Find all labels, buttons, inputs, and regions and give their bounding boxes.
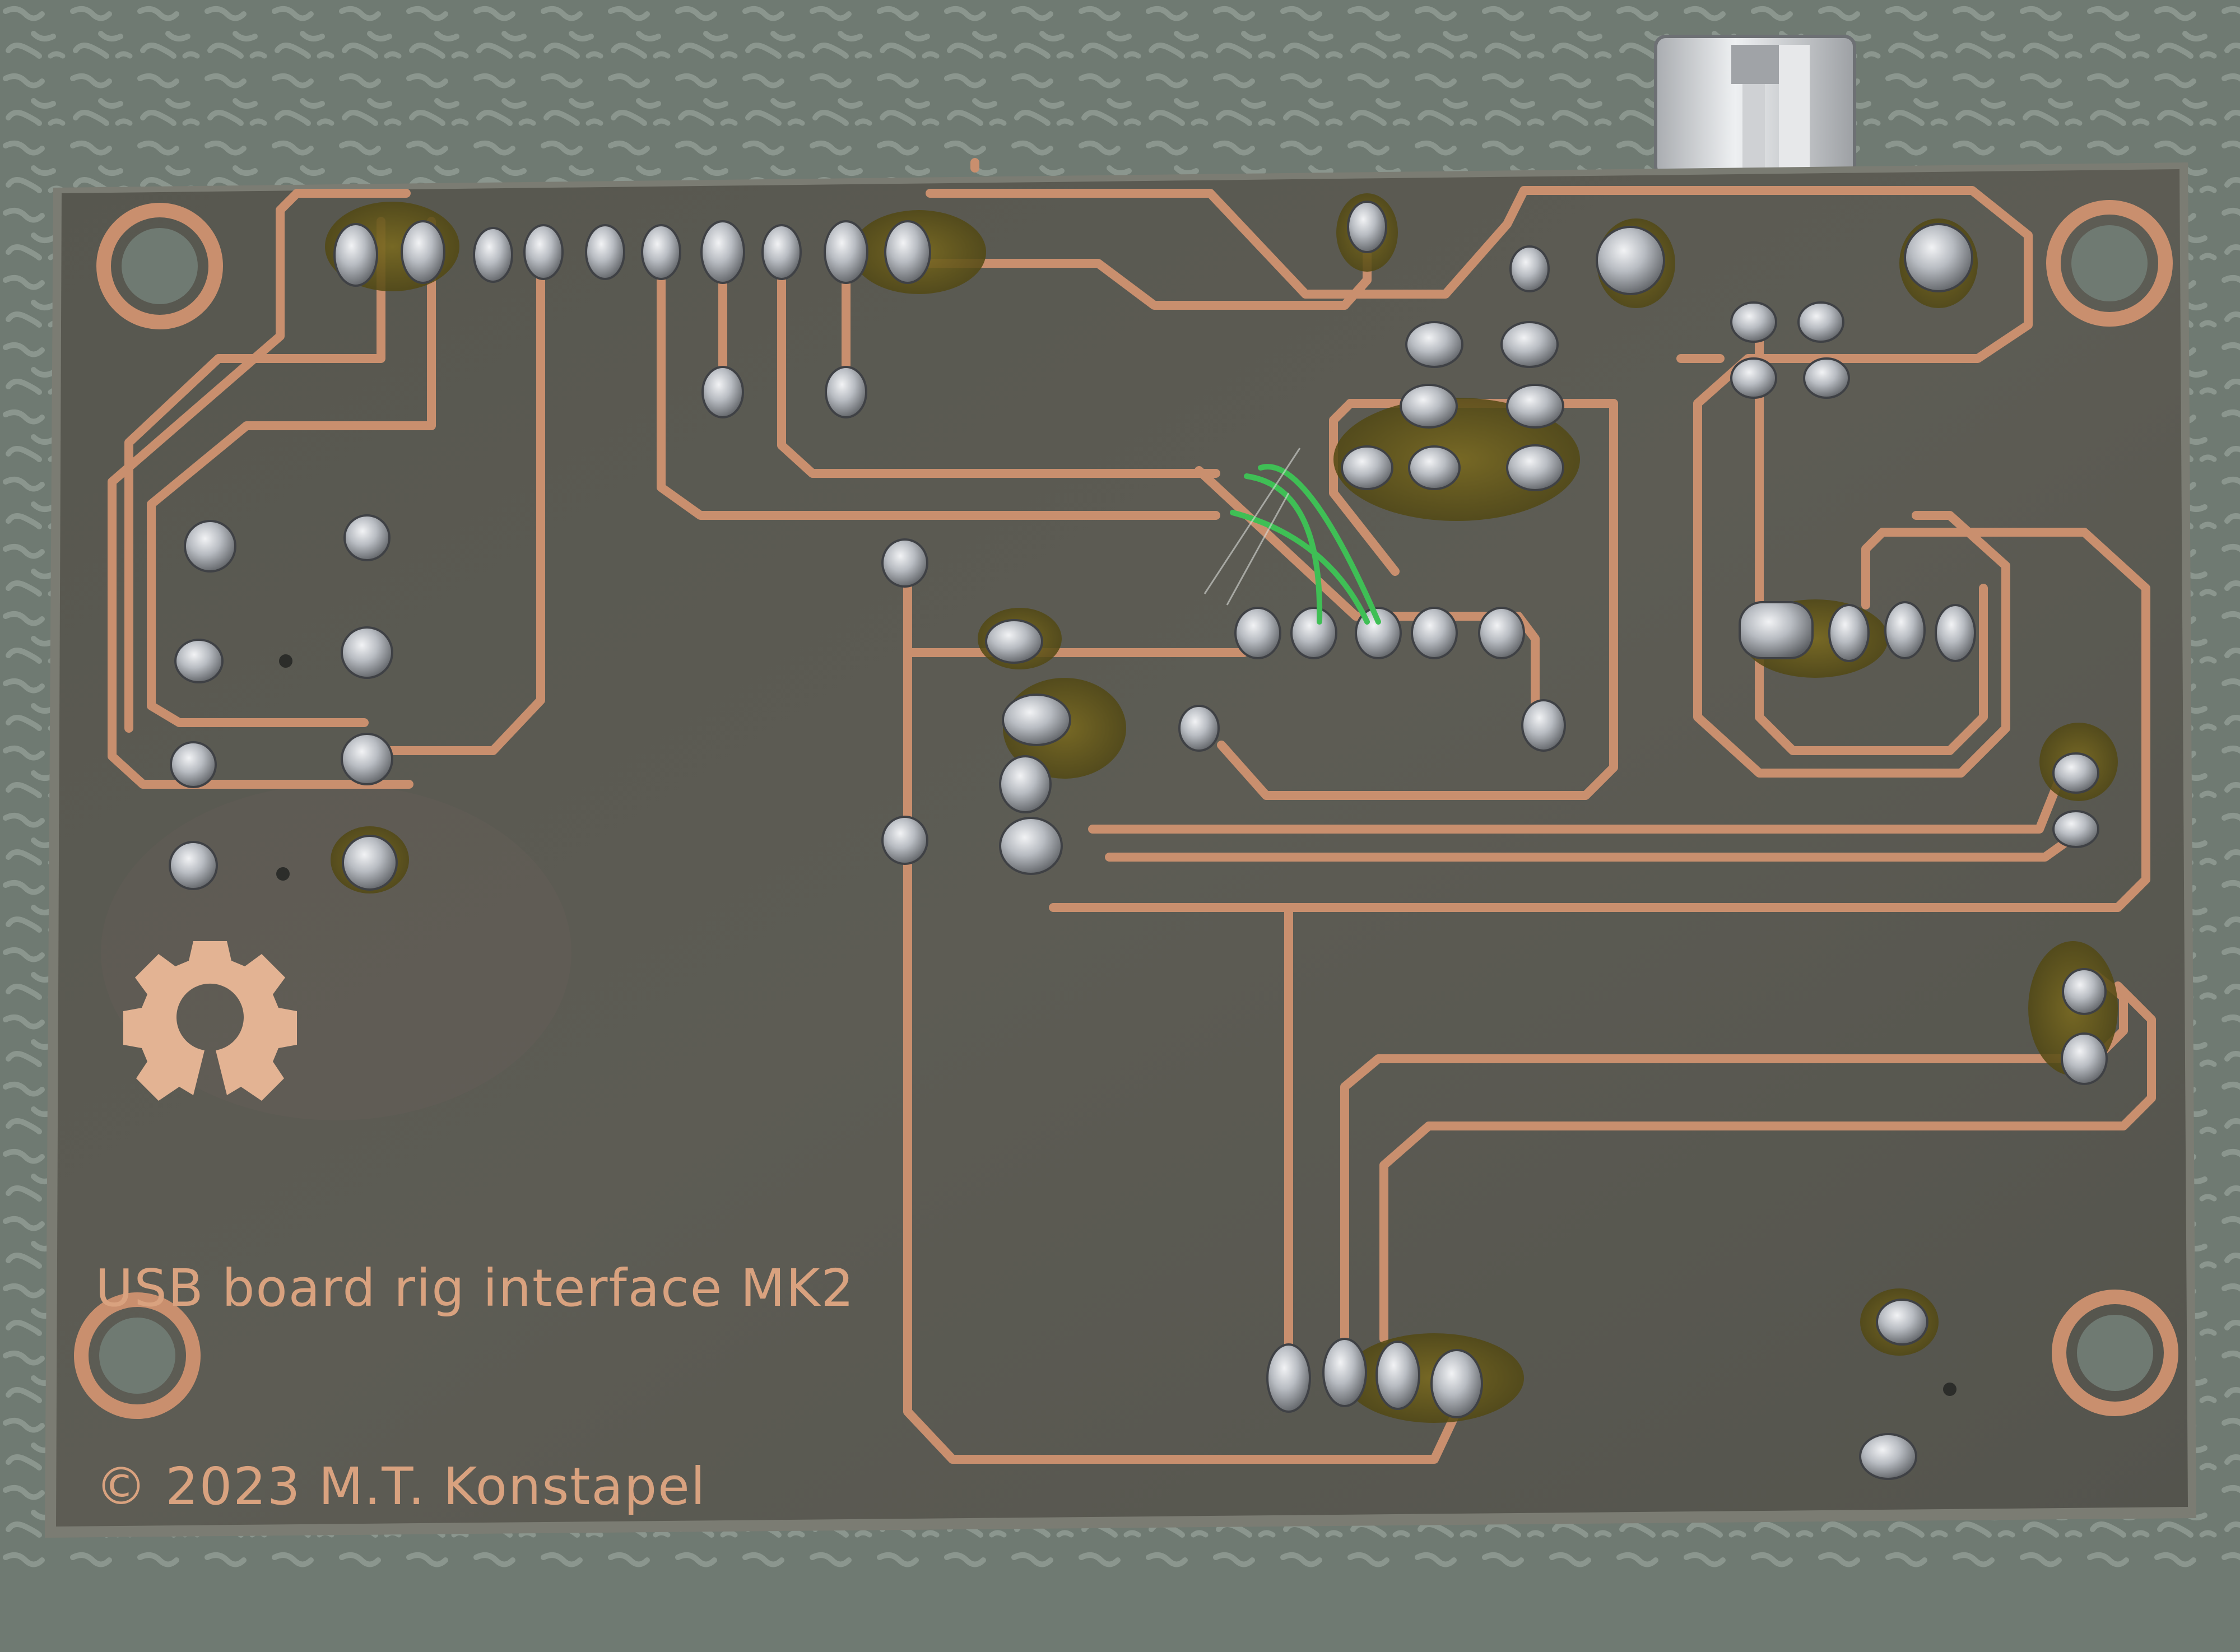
silkscreen-title: USB board rig interface MK2 bbox=[95, 1258, 855, 1318]
mounting-holes bbox=[74, 200, 2178, 1419]
photo-scene: USB board rig interface MK2 © 2023 M.T. … bbox=[0, 0, 2240, 1571]
usb-connector bbox=[1654, 35, 1856, 178]
silkscreen-text: USB board rig interface MK2 © 2023 M.T. … bbox=[95, 1123, 855, 1652]
scratch-marks bbox=[1203, 448, 1301, 606]
pcb-board bbox=[45, 162, 2196, 1538]
solder-joints bbox=[169, 201, 2108, 1480]
pcb-photo bbox=[0, 0, 2240, 1571]
bodge-wires bbox=[1230, 464, 1381, 625]
open-hardware-logo-icon bbox=[123, 941, 297, 1101]
silkscreen-copyright: © 2023 M.T. Konstapel bbox=[95, 1456, 707, 1516]
drill-holes bbox=[276, 654, 1956, 1396]
